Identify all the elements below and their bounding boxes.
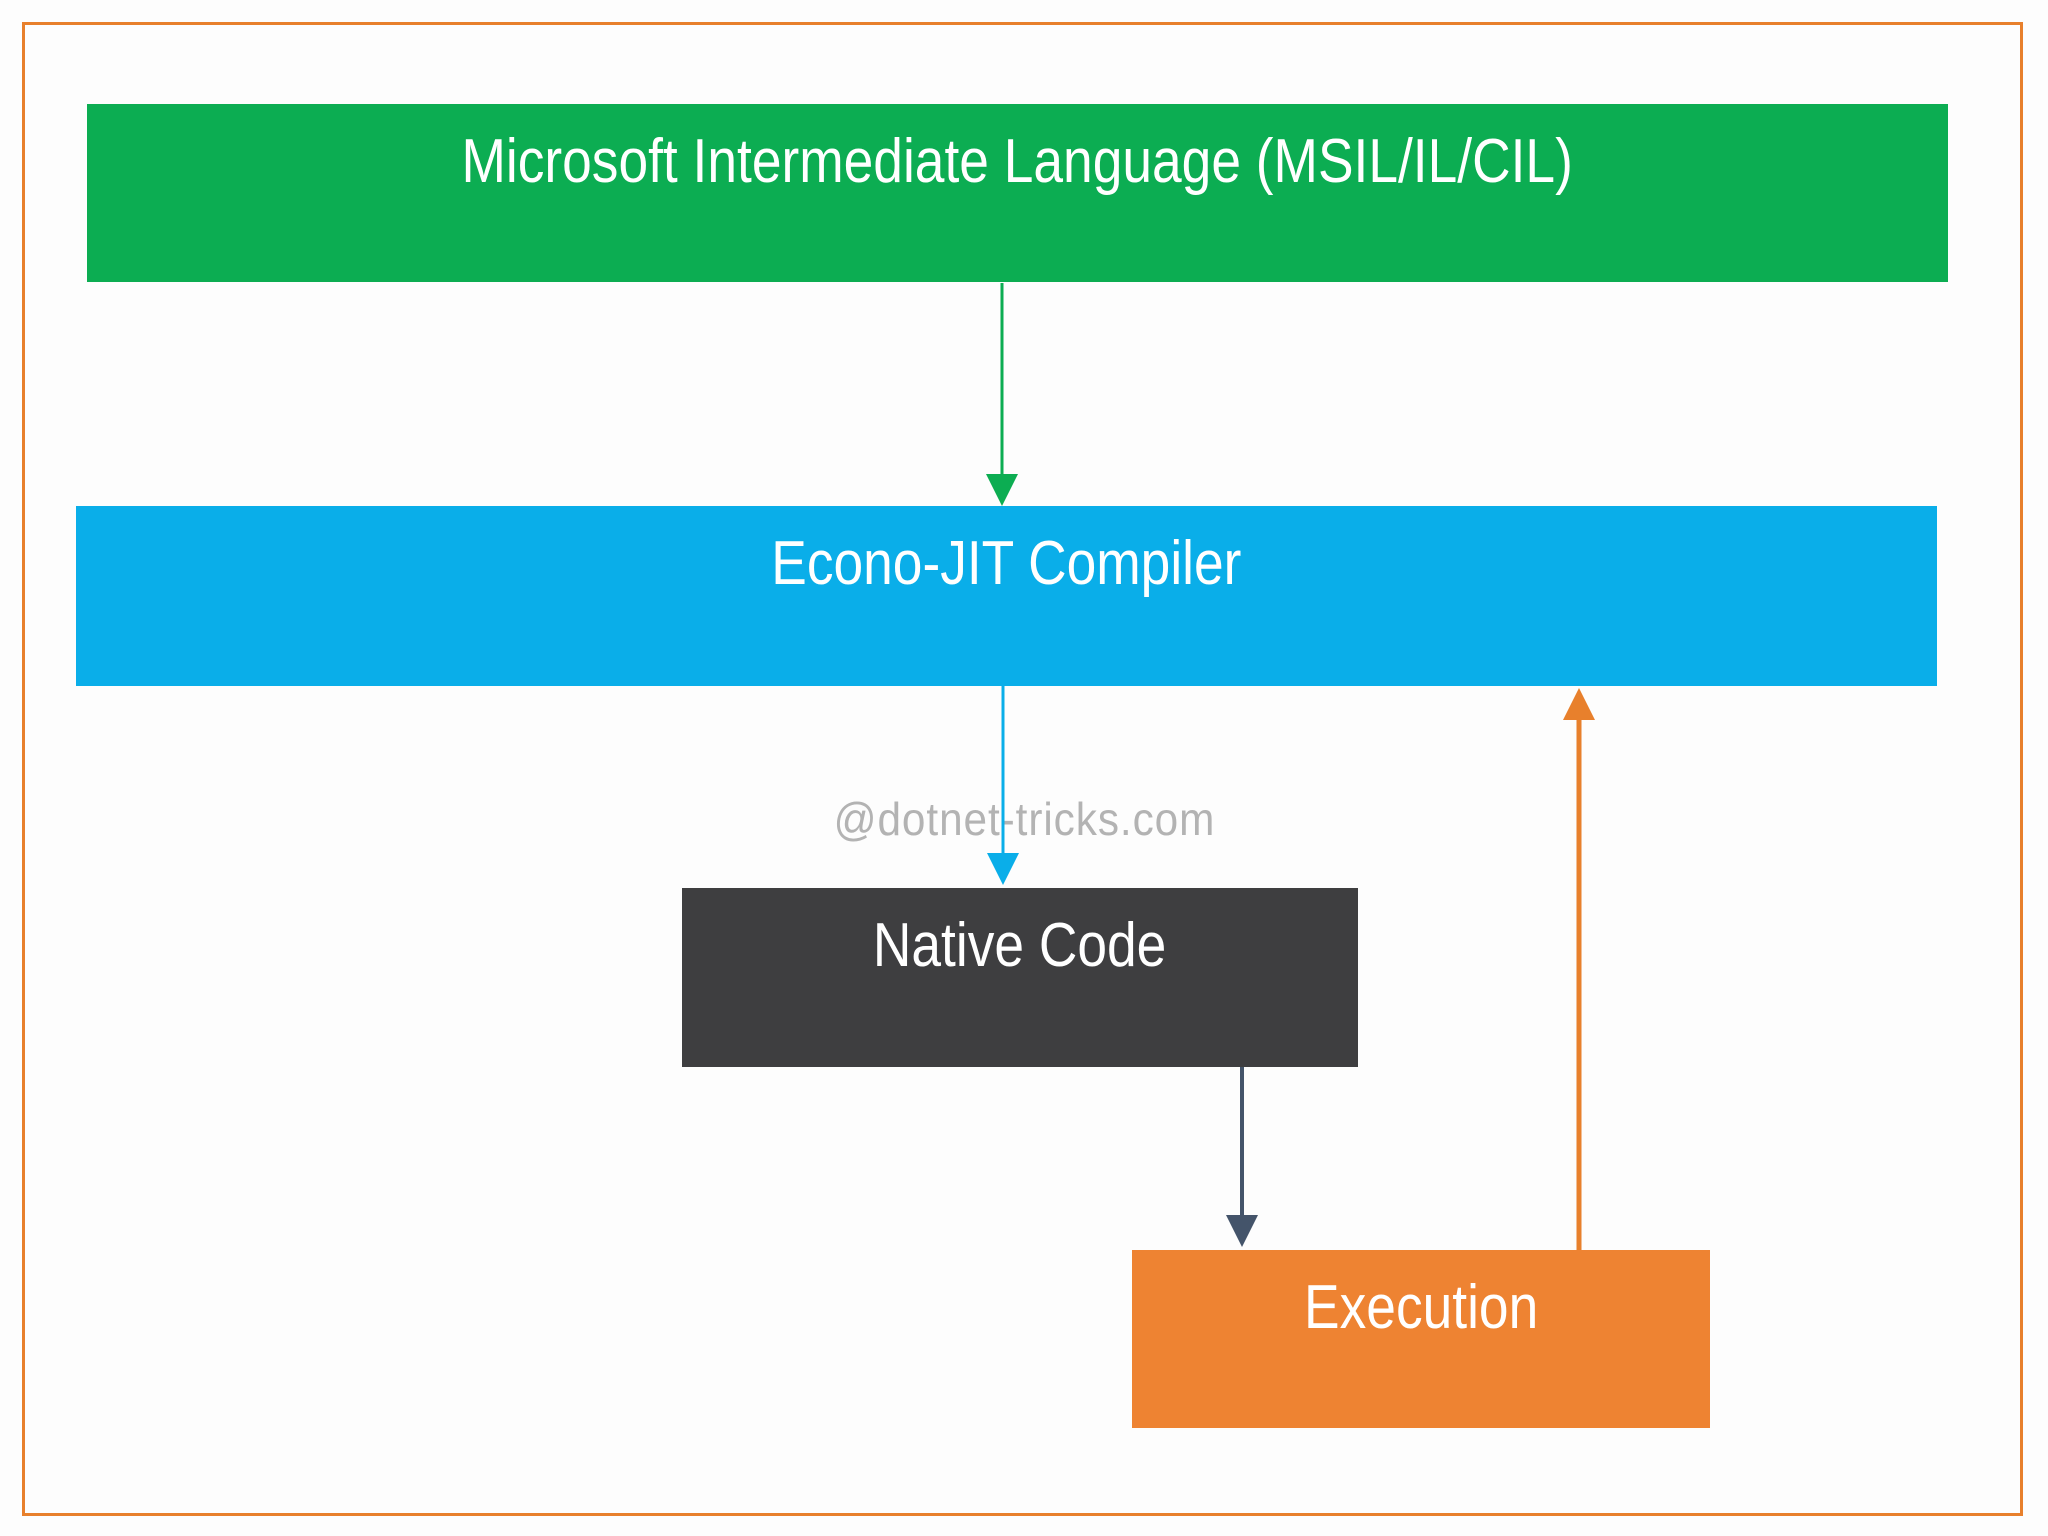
arrow-msil-to-econojit-head [986,474,1018,506]
arrow-execution-to-econojit [1563,688,1595,1250]
arrow-econojit-to-native-head [987,853,1019,885]
watermark-label: @dotnet-tricks.com [833,793,1215,845]
econojit-compiler-box: Econo-JIT Compiler [76,506,1937,686]
execution-box: Execution [1132,1250,1710,1428]
arrow-native-to-execution-head [1226,1215,1258,1247]
arrow-econojit-to-native [987,686,1019,885]
msil-box-label: Microsoft Intermediate Language (MSIL/IL… [461,127,1574,196]
native-code-box: Native Code [682,888,1358,1067]
execution-box-label: Execution [1303,1273,1539,1342]
arrow-msil-to-econojit [986,283,1018,506]
arrow-native-to-execution [1226,1067,1258,1247]
outer-border [22,22,2023,1516]
arrow-econojit-to-native-line [1001,686,1005,855]
arrow-msil-to-econojit-line [1000,283,1004,476]
econojit-compiler-box-label: Econo-JIT Compiler [771,529,1242,598]
watermark-text: @dotnet-tricks.com [0,792,2048,846]
native-code-box-label: Native Code [873,911,1167,980]
arrow-execution-to-econojit-line [1576,718,1582,1250]
arrow-execution-to-econojit-head [1563,688,1595,720]
msil-box: Microsoft Intermediate Language (MSIL/IL… [87,104,1948,282]
arrow-native-to-execution-line [1240,1067,1244,1217]
